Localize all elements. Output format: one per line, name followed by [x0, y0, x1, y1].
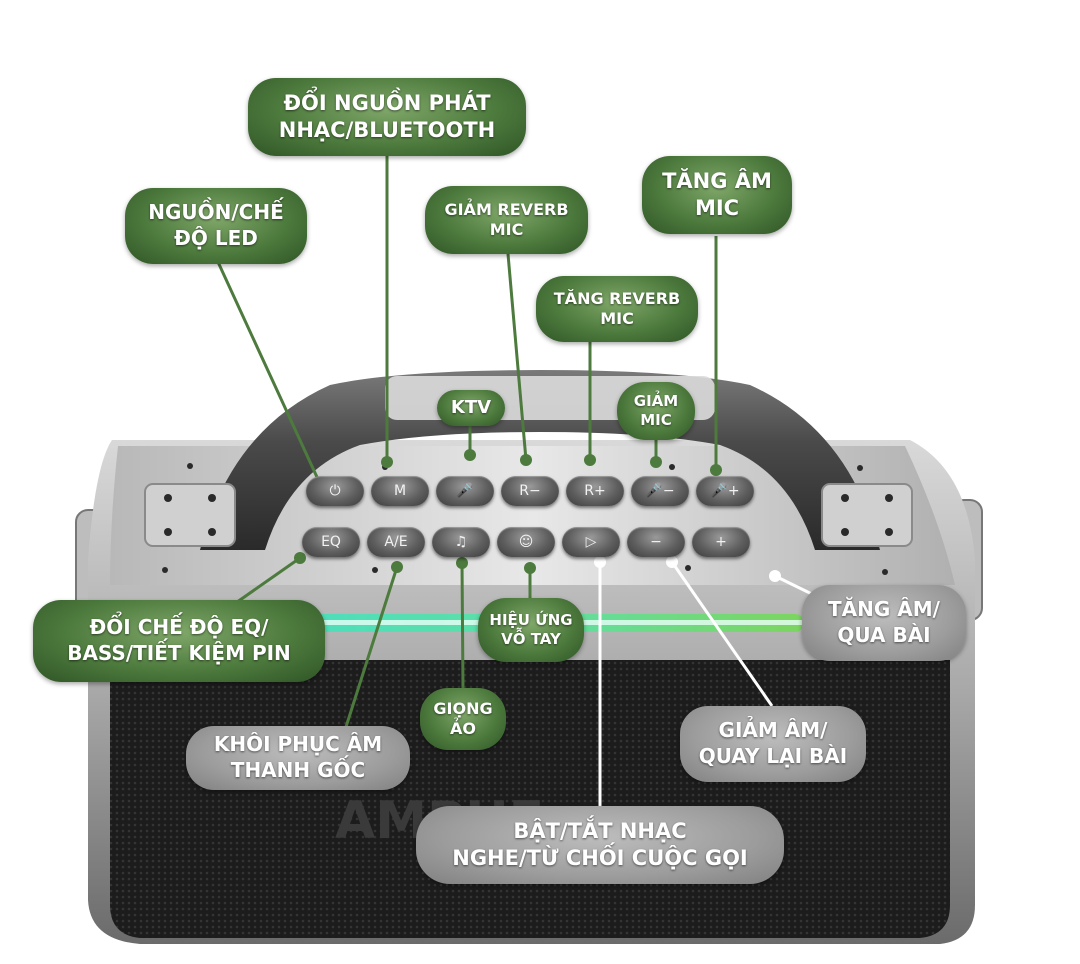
- smile-icon: ☺: [518, 534, 534, 550]
- right-mount-plate: [821, 483, 913, 547]
- label-giam-am-quay-lai: GIẢM ÂM/QUAY LẠI BÀI: [680, 706, 866, 782]
- reverb-minus-button[interactable]: R−: [501, 476, 559, 506]
- ae-button[interactable]: A/E: [367, 527, 425, 557]
- mode-icon: M: [393, 483, 407, 499]
- mic-plus-button[interactable]: 🎤+: [696, 476, 754, 506]
- smile-button[interactable]: ☺: [497, 527, 555, 557]
- reverb-minus-icon: R−: [519, 483, 541, 499]
- power-icon: ⏻: [329, 483, 341, 499]
- mic-minus-icon: 🎤−: [645, 483, 675, 499]
- mic-button[interactable]: 🎤: [436, 476, 494, 506]
- minus-icon: −: [650, 534, 662, 550]
- mic-icon: 🎤: [456, 483, 474, 499]
- plus-button[interactable]: +: [692, 527, 750, 557]
- label-ktv: KTV: [437, 390, 505, 426]
- label-tang-am-qua-bai: TĂNG ÂM/QUA BÀI: [802, 585, 966, 661]
- play-icon: ▷: [585, 534, 597, 550]
- reverb-plus-icon: R+: [584, 483, 606, 499]
- minus-button[interactable]: −: [627, 527, 685, 557]
- mic-minus-button[interactable]: 🎤−: [631, 476, 689, 506]
- ae-icon: A/E: [384, 534, 408, 550]
- power-button[interactable]: ⏻: [306, 476, 364, 506]
- reverb-plus-button[interactable]: R+: [566, 476, 624, 506]
- mic-plus-icon: 🎤+: [710, 483, 740, 499]
- music-note-icon: ♫: [454, 534, 468, 550]
- music-note-button[interactable]: ♫: [432, 527, 490, 557]
- play-button[interactable]: ▷: [562, 527, 620, 557]
- mode-button[interactable]: M: [371, 476, 429, 506]
- eq-button[interactable]: EQ: [302, 527, 360, 557]
- eq-icon: EQ: [321, 534, 341, 550]
- plus-icon: +: [715, 534, 727, 550]
- label-doi-che-do-eq: ĐỔI CHẾ ĐỘ EQ/BASS/TIẾT KIỆM PIN: [33, 600, 325, 682]
- left-mount-plate: [144, 483, 236, 547]
